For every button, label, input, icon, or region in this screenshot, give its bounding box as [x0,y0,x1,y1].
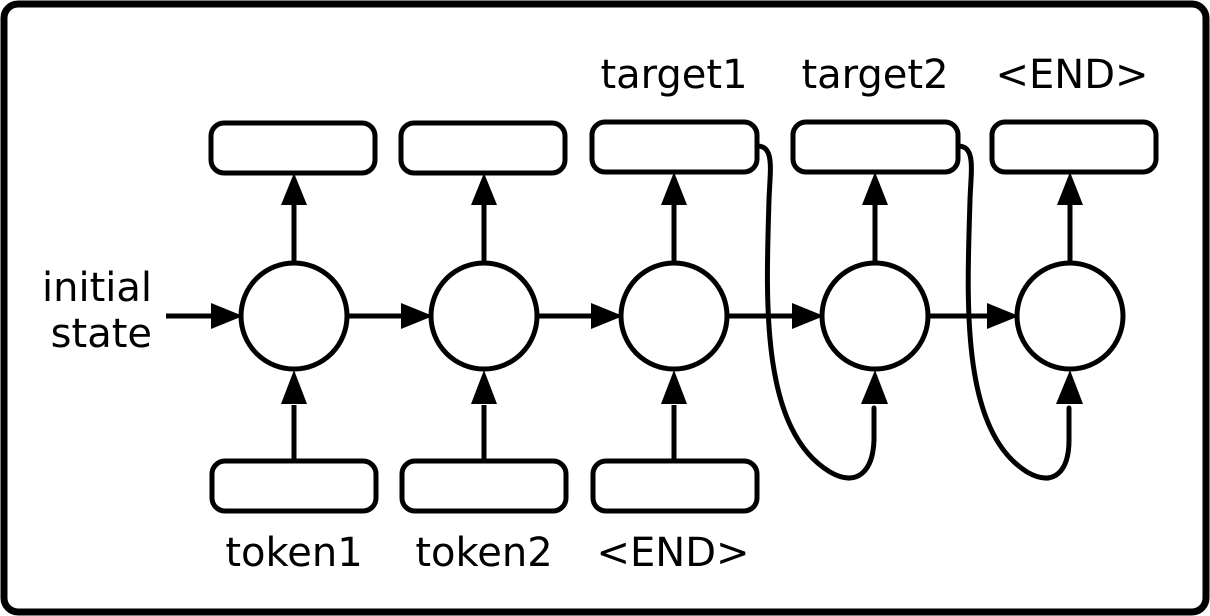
recurrent-cell-1[interactable] [238,260,350,372]
initial-state-label-line2: state [51,311,152,357]
recurrent-cell-3[interactable] [618,260,730,372]
arrowhead-input1-to-cell1 [281,370,307,404]
output-label-end: <END> [995,52,1148,98]
output-box-4[interactable] [790,119,961,175]
initial-state-label-line1: initial [42,265,152,311]
arrowhead-feedback-target1-to-cell4 [861,370,888,404]
output-label-target2: target2 [801,52,948,98]
feedback-loop-target2-to-cell5 [955,143,1072,481]
arrowhead-feedback-target2-to-cell5 [1056,370,1083,404]
input-label-token2: token2 [415,530,552,576]
arrowhead-cell4-to-cell5 [987,303,1019,329]
input-label-end: <END> [596,530,749,576]
output-box-2[interactable] [398,120,568,176]
arrowhead-cell3-to-cell4 [792,303,824,329]
output-box-3[interactable] [589,119,760,175]
arrowhead-cell1-to-cell2 [401,303,433,329]
input-box-1[interactable] [209,458,379,514]
arrowhead-cell4-to-output4 [862,172,888,205]
output-box-1[interactable] [208,120,378,176]
arrowhead-cell3-to-output3 [661,172,687,205]
arrowhead-cell5-to-output5 [1057,172,1083,205]
input-label-token1: token1 [225,530,362,576]
arrowhead-cell1-to-output1 [281,173,307,205]
input-box-3[interactable] [590,458,760,514]
feedback-loop-target1-to-cell4 [754,143,877,481]
arrowhead-cell2-to-cell3 [591,303,623,329]
output-box-5[interactable] [989,119,1159,175]
input-box-2[interactable] [399,458,569,514]
arrowhead-input3-to-cell3 [661,370,687,404]
output-label-target1: target1 [600,52,747,98]
arrowhead-initial-state-to-cell1 [211,303,243,329]
arrowhead-cell2-to-output2 [471,173,497,205]
recurrent-cell-4[interactable] [819,260,931,372]
recurrent-cell-2[interactable] [428,260,540,372]
arrowhead-input2-to-cell2 [471,370,497,404]
recurrent-cell-5[interactable] [1014,260,1126,372]
